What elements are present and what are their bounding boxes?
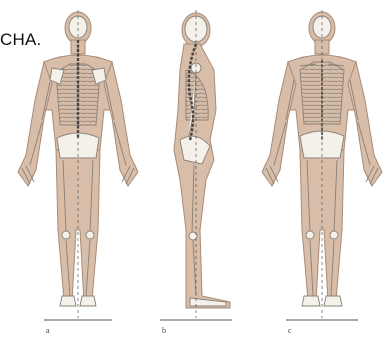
figure-lateral-view bbox=[160, 10, 232, 320]
figure-anterior-view bbox=[262, 10, 382, 320]
figure-label-a: a bbox=[46, 326, 50, 335]
figure-label-b: b bbox=[162, 326, 166, 335]
figure-posterior-view bbox=[18, 10, 138, 320]
figure-label-c: c bbox=[288, 326, 292, 335]
